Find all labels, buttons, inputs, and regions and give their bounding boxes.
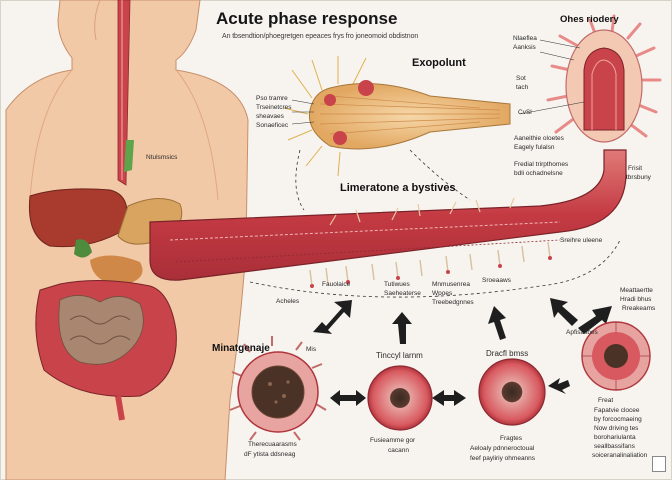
tr-label-9: bdli ochadnelsne [514,170,563,177]
tube-label-5: Mnmusenrea [432,281,470,288]
label-mid-heading: Limeratone a bystives [340,182,456,194]
corner-mark [652,456,666,472]
tr-label-7: Eagely fulalsn [514,144,555,151]
diagram-title: Acute phase response [216,9,398,28]
tube-label-6: Wpoes [432,290,453,297]
intestinal-tube [149,149,627,288]
label-top-right: Ohes riodery [560,14,619,25]
label-leaders [291,39,585,125]
right-label-1: Meattaertte [620,287,653,294]
gland-label-2: Trseinetcres [256,104,292,111]
tr-label-8: Fredial trirpthomes [514,161,569,168]
circle2-label: Dracfl bmss [486,349,529,358]
rb-label-2: Fapatvie clocee [594,407,640,414]
c2-caption-2: Aeloaly pdnneroctoual [470,445,535,452]
process-arrows [313,298,612,406]
circle1-label: Tinccyl larnm [376,351,423,360]
label-bottom-left-heading: Minatgenaje [212,343,270,354]
c0-caption-1: Therecuaarasms [248,441,297,448]
c0-caption-2: dF ytista ddsneag [244,451,296,458]
tube-label-1: Acheles [276,298,300,305]
mini-label: Mis [306,346,317,353]
tr-label-5: CvSl [518,109,532,116]
tissue-circle-2 [478,358,546,426]
tube-label-8: Sroeaaws [482,277,511,284]
human-torso [5,0,249,480]
tube-label-4: Saeheaterse [384,290,421,297]
tube-label-7: Treebedgnnes [432,299,474,306]
label-left-organ: Ntulsmsics [146,154,178,161]
tube-label-3: Tutiwues [384,281,410,288]
tube-label-2: Fauolaice [322,281,351,288]
gland-label-1: Pso tramre [256,95,288,102]
villus-cell [546,14,662,143]
right-label-4: Apfisasbes [566,329,598,336]
tissue-circle-3 [581,321,651,391]
right-label-2: Hradi bhus [620,296,652,303]
tr-label-4: tach [516,84,529,91]
tissue-circle-1 [367,365,433,431]
rb-label-1: Freat [598,397,614,404]
tr-label-11: tbrsbuny [626,174,651,181]
rb-label-3: by forcocmaeing [594,416,642,423]
exocrine-gland [283,56,511,177]
c2-caption-3: feef payliriy ohmeanns [470,455,536,462]
diagram-subtitle: An tbsendtion/phoegretgen epeaces frys f… [222,33,419,40]
tr-label-6: Aaneithie oloetes [514,135,564,142]
label-exocrine: Exopolunt [412,57,466,69]
tr-label-2: Aanksis [513,44,536,51]
tr-label-10: Frisit [628,165,643,172]
rb-label-5: borohariulanta [594,434,636,441]
gland-label-3: sheavaes [256,113,284,120]
right-label-3: Rreakeams [622,305,656,312]
rb-label-6: seallbassifans [594,443,635,450]
tr-label-3: Sot [516,75,526,82]
c1-caption-2: cacann [388,447,409,454]
c1-caption-1: Fusieamme gor [370,437,416,444]
rb-label-4: Now driving tes [594,425,639,432]
tr-label-1: Nlaeflea [513,35,537,42]
c2-caption-1: Fragtes [500,435,523,442]
rb-label-7: soiceranalinaliation [592,452,648,459]
gland-label-4: Sonaeficec [256,122,289,129]
tube-label-9: Sreihre uleene [560,237,603,244]
connectors [249,149,621,298]
tissue-circle-0 [229,336,327,441]
